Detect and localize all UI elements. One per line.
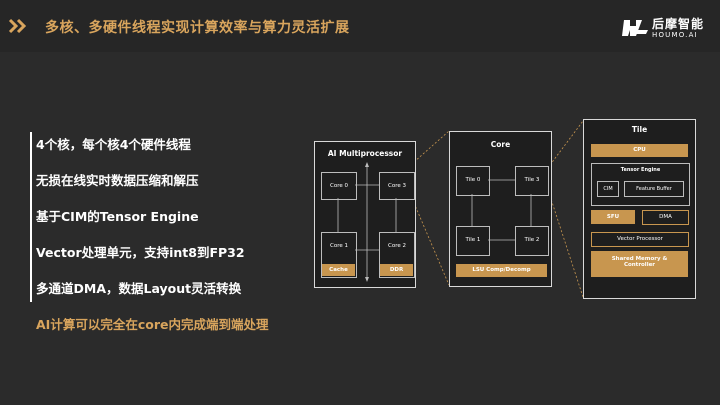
vector-processor-block: Vector Processor (591, 232, 689, 247)
tensor-engine-box: Tensor Engine CIM Feature Buffer (591, 163, 690, 206)
tile-2-box: Tile 2 (515, 226, 549, 256)
header: 多核、多硬件线程实现计算效率与算力灵活扩展 后摩智能 HOUMO.AI (0, 0, 720, 52)
core-label: Core 1 (330, 243, 348, 249)
highlight-statement: AI计算可以完全在core内完成端到端处理 (36, 317, 269, 332)
ai-multiprocessor-panel: AI Multiprocessor Core 0 Core 3 Core 1 C… (314, 141, 416, 288)
panel-title: Tile (631, 125, 648, 134)
bullet-item: 基于CIM的Tensor Engine (36, 209, 199, 224)
shared-memory-block: Shared Memory & Controller (591, 251, 688, 277)
logo-text-cn: 后摩智能 (652, 17, 705, 31)
tile-label: Tile 0 (465, 177, 481, 183)
panel-title: AI Multiprocessor (327, 149, 403, 158)
dma-block: DMA (642, 210, 689, 225)
bullet-item: 无损在线实时数据压缩和解压 (36, 173, 199, 188)
core-0-box: Core 0 (321, 172, 357, 200)
bullet-item: 4个核，每个核4个硬件线程 (36, 137, 191, 152)
logo-text-en: HOUMO.AI (652, 31, 698, 39)
chevron-right-icon (8, 18, 27, 34)
core-arrows (471, 179, 532, 241)
tile-0-box: Tile 0 (456, 166, 490, 196)
feature-buffer-box: Feature Buffer (624, 181, 684, 197)
core-3-box: Core 3 (379, 172, 415, 200)
cpu-block: CPU (591, 144, 688, 157)
bullet-accent-bar (30, 132, 32, 302)
shared-memory-label: Shared Memory & (611, 256, 668, 262)
bullet-item: 多通道DMA，数据Layout灵活转换 (36, 281, 242, 296)
cim-box: CIM (597, 181, 619, 197)
core-label: Core 0 (330, 183, 348, 189)
ddr-block: DDR (380, 264, 413, 276)
core-panel: Core Tile 0 Tile 3 Tile 1 Tile 2 LSU Com… (449, 131, 552, 287)
core-label: Core 2 (388, 243, 406, 249)
cache-block: Cache (322, 264, 355, 276)
core-label: Core 3 (388, 183, 406, 189)
multiprocessor-arrows (337, 162, 397, 282)
tile-label: Tile 1 (465, 237, 481, 243)
tile-1-box: Tile 1 (456, 226, 490, 256)
tile-label: Tile 2 (524, 237, 540, 243)
tile-panel: Tile CPU Tensor Engine CIM Feature Buffe… (583, 119, 696, 299)
tile-label: Tile 3 (524, 177, 540, 183)
tensor-engine-label: Tensor Engine (620, 167, 661, 173)
logo-icon (622, 20, 648, 36)
logo: 后摩智能 HOUMO.AI (622, 14, 714, 42)
tile-3-box: Tile 3 (515, 166, 549, 196)
bullet-item: Vector处理单元，支持int8到FP32 (36, 245, 245, 260)
panel-title: Core (490, 140, 511, 149)
shared-memory-label: Controller (623, 262, 656, 268)
lsu-block: LSU Comp/Decomp (456, 264, 547, 277)
page-title: 多核、多硬件线程实现计算效率与算力灵活扩展 (45, 20, 350, 36)
sfu-block: SFU (591, 210, 635, 224)
